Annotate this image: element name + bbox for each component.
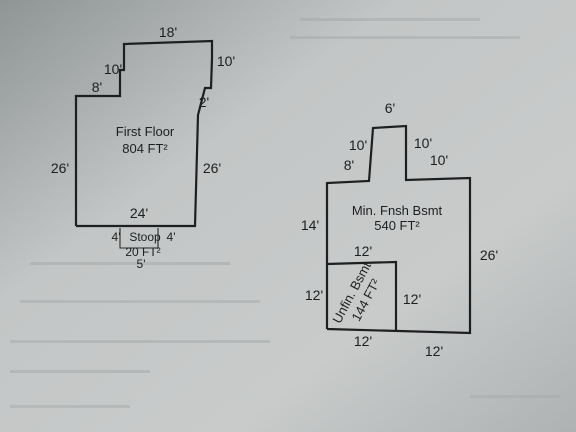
dim-unfinished-right: 12' [403,291,421,307]
dim-first-floor-left: 26' [51,160,69,176]
dim-stoop-depth: 5' [137,257,146,271]
bleed-through-text [10,18,560,408]
unfinished-basement-outline [326,260,398,331]
dim-basement-bottom-right: 12' [425,343,443,359]
dim-stoop-left: 4' [112,230,121,244]
first-floor-label: First Floor [116,124,175,139]
dim-first-floor-notch-left: 8' [92,79,102,95]
dim-basement-right: 26' [480,247,498,263]
stoop-area: 20 FT² [125,245,160,259]
dim-basement-right-step: 10' [430,152,448,168]
dim-first-floor-bottom: 24' [130,205,148,221]
stoop-label: Stoop [129,230,161,244]
first-floor-plan: First Floor 804 FT² 18' 10' 10' 8' 2' 26… [51,24,235,271]
dim-basement-bump-top: 6' [385,100,395,116]
dim-unfinished-left: 12' [305,287,323,303]
dim-unfinished-top: 12' [354,243,372,259]
dim-basement-left-step: 8' [344,157,354,173]
first-floor-outline [74,39,214,228]
basement-outline [325,124,472,335]
dim-basement-left: 14' [301,217,319,233]
first-floor-area: 804 FT² [122,141,168,156]
dim-first-floor-notch-right: 2' [199,94,209,110]
dim-stoop-right: 4' [167,230,176,244]
stoop-outline [119,228,159,249]
dim-first-floor-top: 18' [159,24,177,40]
dim-first-floor-right: 26' [203,160,221,176]
dim-first-floor-notch-upper: 10' [104,61,122,77]
dim-basement-bump-left: 10' [349,137,367,153]
finished-basement-label: Min. Fnsh Bsmt [352,203,443,218]
dim-first-floor-right-upper: 10' [217,53,235,69]
dim-unfinished-bottom: 12' [354,333,372,349]
dim-basement-bump-right: 10' [414,135,432,151]
finished-basement-area: 540 FT² [374,218,420,233]
